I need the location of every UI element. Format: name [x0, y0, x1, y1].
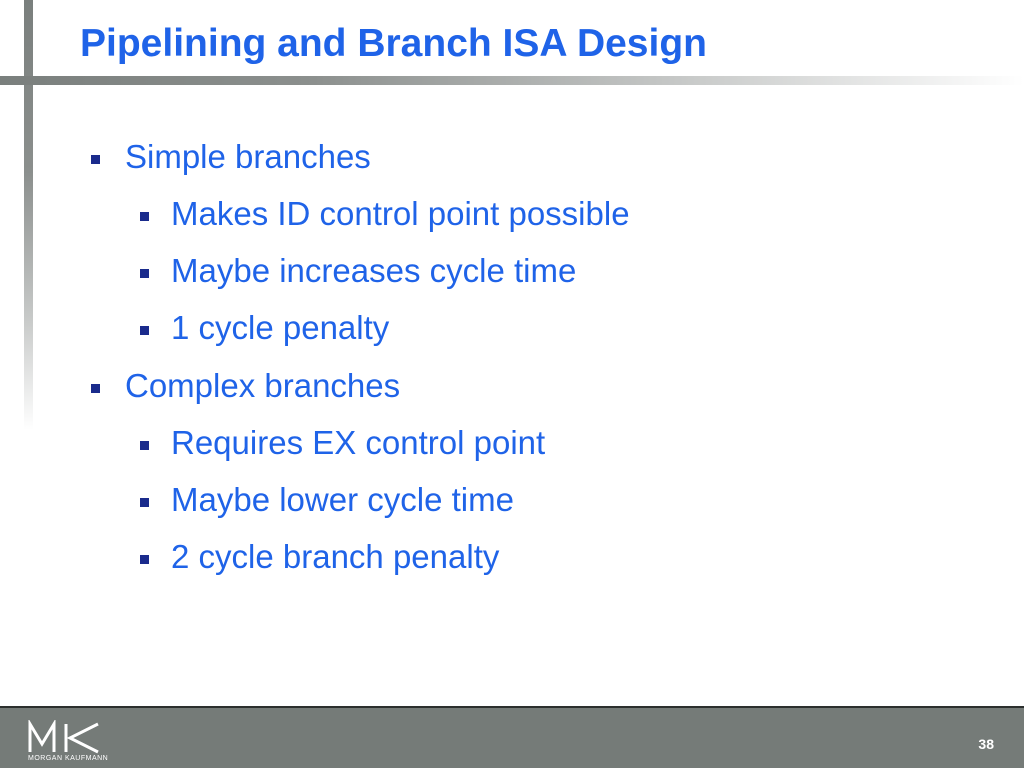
morgan-kaufmann-logo — [28, 720, 99, 754]
bullet-marker — [140, 326, 149, 335]
page-number: 38 — [978, 736, 994, 752]
bullet-item-l1: Complex branches — [125, 367, 401, 404]
slide-footer: MORGAN KAUFMANN 38 — [0, 706, 1024, 768]
bullet-marker — [91, 384, 100, 393]
slide-title: Pipelining and Branch ISA Design — [80, 22, 707, 65]
bullet-marker — [140, 212, 149, 221]
bullet-marker — [91, 155, 100, 164]
bullet-marker — [140, 441, 149, 450]
bullet-item-l2: Makes ID control point possible — [171, 195, 630, 232]
bullet-item-l1: Simple branches — [125, 138, 371, 175]
bullet-item-l2: Maybe increases cycle time — [171, 252, 577, 289]
bullet-marker — [140, 498, 149, 507]
bullet-item-l2: 1 cycle penalty — [171, 309, 390, 346]
vertical-accent-bar — [24, 0, 33, 430]
bullet-item-l2: 2 cycle branch penalty — [171, 538, 500, 575]
logo-caption: MORGAN KAUFMANN — [28, 755, 109, 762]
bullet-marker — [140, 555, 149, 564]
horizontal-accent-bar — [0, 76, 1024, 85]
bullet-item-l2: Maybe lower cycle time — [171, 481, 514, 518]
bullet-marker — [140, 269, 149, 278]
bullet-item-l2: Requires EX control point — [171, 424, 546, 461]
